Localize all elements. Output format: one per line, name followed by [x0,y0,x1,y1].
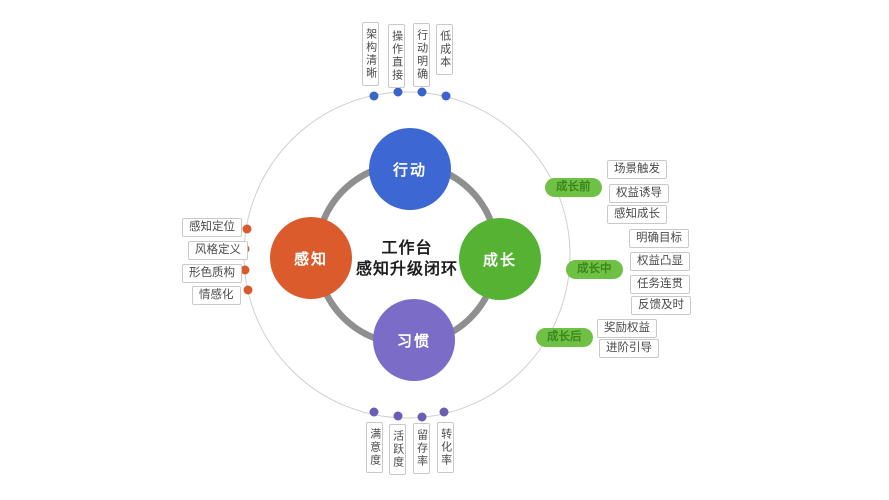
diagram-title: 工作台 感知升级闭环 [340,239,474,281]
left-dot-icon [243,285,253,295]
stage-item-box: 反馈及时 [631,296,691,315]
top-label-box: 低成本 [436,24,453,75]
bottom-dot-icon [417,412,427,422]
node-habit-label: 习惯 [396,332,431,350]
bottom-label-box: 活跃度 [389,424,406,475]
stage-item-box: 奖励权益 [597,319,657,338]
bottom-label-box: 留存率 [413,423,430,474]
top-label-box: 行动明确 [413,23,430,87]
top-dot-icon [441,91,451,101]
stage-pill-after: 成长后 [536,328,593,347]
bottom-dot-icon [369,407,379,417]
top-dots [369,87,451,101]
node-action-label: 行动 [392,161,427,179]
stage-item-box: 权益凸显 [630,252,690,271]
left-label-box: 情感化 [192,286,241,305]
node-perception-label: 感知 [293,250,328,268]
stage-pill-before: 成长前 [545,178,602,197]
stage-item-box: 进阶引导 [599,339,659,358]
stage-item-box: 任务连贯 [630,275,690,294]
left-dot-icon [240,265,250,275]
top-dot-icon [369,91,379,101]
left-dot-icon [242,224,252,234]
top-dot-icon [417,87,427,97]
top-label-box: 架构清晰 [362,22,379,86]
left-label-box: 风格定义 [188,241,248,260]
top-label-box: 操作直接 [388,24,405,88]
node-growth-label: 成长 [482,251,517,269]
title-line2: 感知升级闭环 [355,260,458,278]
left-label-box: 感知定位 [182,218,242,237]
node-action: 行动 [369,128,451,210]
bottom-dot-icon [393,411,403,421]
top-dot-icon [393,87,403,97]
stage-item-box: 明确目标 [629,229,689,248]
node-perception: 感知 [270,217,352,299]
bottom-dot-icon [439,407,449,417]
stage-item-box: 场景触发 [607,160,667,179]
stage-pill-during: 成长中 [566,260,623,279]
left-label-box: 形色质构 [182,264,242,283]
bottom-label-box: 满意度 [366,422,383,473]
title-line1: 工作台 [381,240,433,257]
stage-item-box: 权益诱导 [609,184,669,203]
bottom-label-box: 转化率 [437,422,454,473]
bottom-dots [369,407,449,422]
node-growth: 成长 [459,218,541,300]
node-habit: 习惯 [373,299,455,381]
stage-item-box: 感知成长 [607,205,667,224]
